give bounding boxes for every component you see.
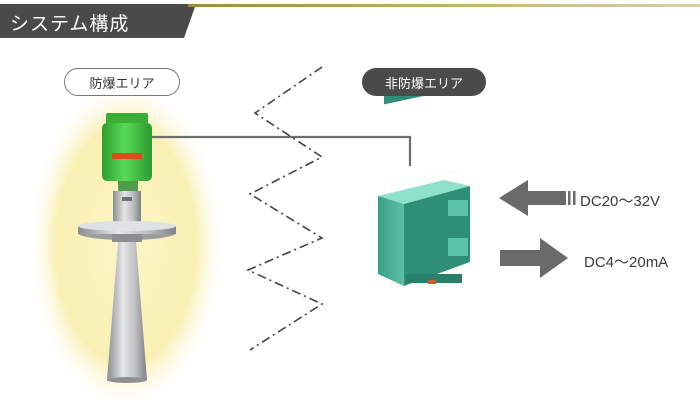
radar-level-transmitter-icon bbox=[78, 113, 176, 383]
page-title: システム構成 bbox=[10, 13, 130, 35]
non-explosion-proof-area-label: 非防爆エリア bbox=[362, 68, 486, 96]
safety-barrier-module-icon: PEPPERL+FUCHS bbox=[378, 80, 470, 286]
explosion-proof-area-label: 防爆エリア bbox=[64, 68, 180, 96]
power-input-label: DC20〜32V bbox=[580, 193, 661, 210]
title-tab-shape bbox=[0, 4, 196, 38]
title-bar: システム構成 bbox=[0, 0, 700, 38]
arrow-left-icon bbox=[499, 180, 576, 216]
zone-boundary-line bbox=[246, 66, 324, 351]
signal-cable bbox=[150, 135, 412, 166]
title-rule bbox=[188, 4, 700, 7]
arrow-right-icon bbox=[500, 238, 568, 278]
output-signal-label: DC4〜20mA bbox=[584, 254, 669, 271]
